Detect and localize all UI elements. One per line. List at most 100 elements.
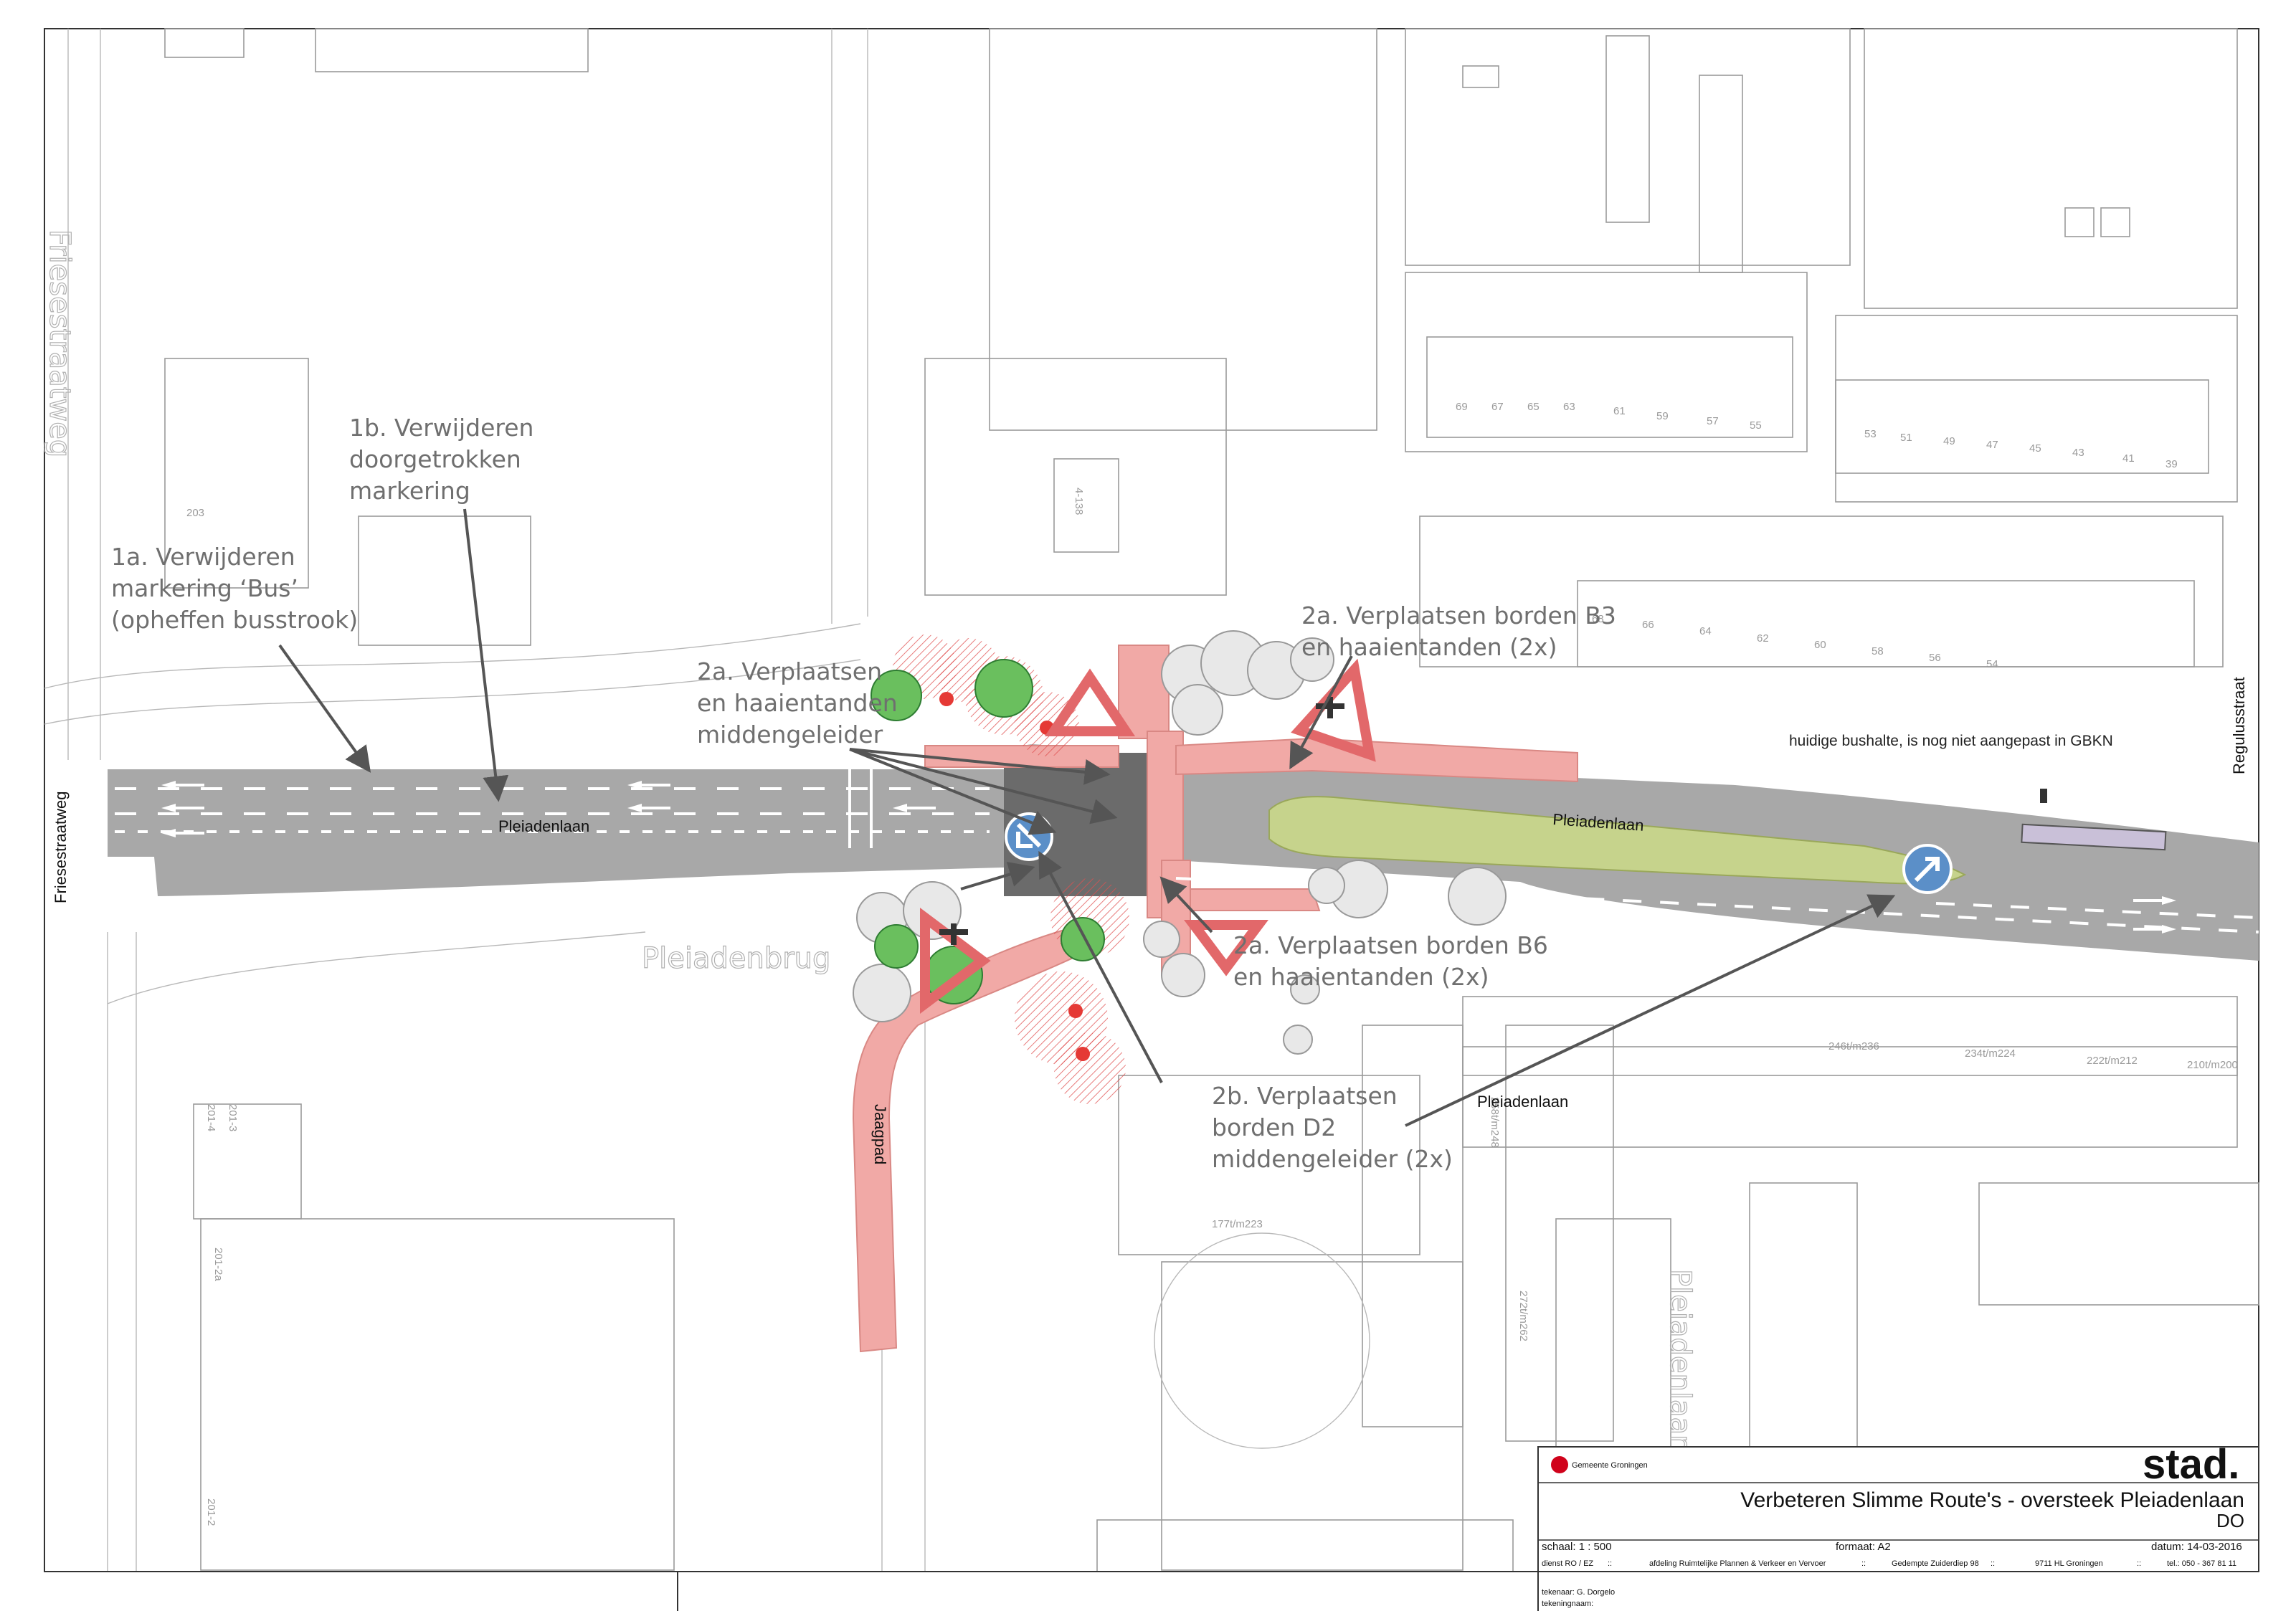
annotation-1b: 1b. Verwijderen doorgetrokken markering — [349, 414, 533, 505]
scale-label: schaal: 1 : 500 — [1542, 1541, 1612, 1553]
svg-text:45: 45 — [2029, 442, 2041, 455]
svg-text:::: :: — [1608, 1559, 1612, 1568]
annotation-2a-b3: 2a. Verplaatsen borden B3 en haaientande… — [1301, 602, 1616, 661]
label-pleiadenlaan-south: Pleiadenlaan — [1477, 1093, 1568, 1111]
svg-text:53: 53 — [1864, 428, 1877, 440]
base-map — [44, 28, 2259, 1572]
cycle-paths — [852, 645, 1578, 1353]
svg-text:Pleiadenbrug: Pleiadenbrug — [642, 942, 830, 975]
svg-text:59: 59 — [1656, 410, 1669, 422]
svg-text:2a. Verplaatsen borden B3: 2a. Verplaatsen borden B3 — [1301, 602, 1616, 629]
svg-text:markering ‘Bus’: markering ‘Bus’ — [111, 574, 298, 602]
label-jaagpad: Jaagpad — [871, 1104, 889, 1164]
annotation-2b: 2b. Verplaatsen borden D2 middengeleider… — [1212, 1082, 1453, 1173]
svg-text:9711 HL Groningen: 9711 HL Groningen — [2035, 1559, 2103, 1568]
svg-text:234t/m224: 234t/m224 — [1965, 1047, 2016, 1060]
svg-text:68: 68 — [1592, 613, 1604, 625]
trees — [853, 630, 1507, 1104]
svg-text:47: 47 — [1986, 439, 1998, 451]
label-friesestraatweg: Friesestraatweg — [52, 791, 70, 903]
svg-text:2b. Verplaatsen: 2b. Verplaatsen — [1212, 1082, 1398, 1110]
drawing-phase: DO — [2216, 1510, 2244, 1531]
svg-text:201-4: 201-4 — [205, 1104, 217, 1131]
label-pleiadenlaan-west: Pleiadenlaan — [498, 817, 589, 835]
annotations: 1a. Verwijderen markering ‘Bus’ (opheffe… — [111, 414, 1616, 1173]
svg-text:39: 39 — [2165, 458, 2178, 470]
svg-text:::: :: — [1991, 1559, 1995, 1568]
svg-text:63: 63 — [1563, 401, 1575, 413]
svg-text:258t/m248: 258t/m248 — [1489, 1097, 1501, 1148]
svg-text:borden D2: borden D2 — [1212, 1113, 1336, 1141]
svg-text:en haaientanden: en haaientanden — [697, 689, 898, 717]
svg-text:246t/m236: 246t/m236 — [1828, 1040, 1879, 1052]
svg-text:41: 41 — [2122, 452, 2135, 465]
svg-text:Friesestraatweg: Friesestraatweg — [43, 229, 76, 457]
svg-text:49: 49 — [1943, 435, 1955, 447]
svg-text:66: 66 — [1642, 619, 1654, 631]
svg-text:en haaientanden (2x): en haaientanden (2x) — [1233, 963, 1489, 991]
svg-text:middengeleider: middengeleider — [697, 721, 883, 749]
title-block: Gemeente Groningen stad. Verbeteren Slim… — [44, 1441, 2259, 1611]
street-labels: Friesestraatweg Pleiadenlaan Pleiadenlaa… — [52, 677, 2248, 1164]
svg-text:51: 51 — [1900, 432, 1912, 444]
bus-stop — [2021, 823, 2167, 851]
sign-b6-south — [1184, 920, 1268, 976]
annotation-2a-b6: 2a. Verplaatsen borden B6 en haaientande… — [1233, 931, 1548, 991]
median-island — [1268, 796, 1967, 885]
svg-text:2a. Verplaatsen borden B6: 2a. Verplaatsen borden B6 — [1233, 931, 1548, 959]
annotation-2a-middle: 2a. Verplaatsen en haaientanden middenge… — [697, 657, 898, 749]
svg-text:203: 203 — [186, 507, 204, 519]
svg-text:en haaientanden (2x): en haaientanden (2x) — [1301, 633, 1557, 661]
svg-text:Pleiadenlaan: Pleiadenlaan — [1664, 1269, 1697, 1453]
bus-stop-note: huidige bushalte, is nog niet aangepast … — [1789, 733, 2113, 749]
svg-text:201-2a: 201-2a — [212, 1248, 224, 1281]
svg-text:177t/m223: 177t/m223 — [1212, 1218, 1263, 1230]
svg-text:(opheffen busstrook): (opheffen busstrook) — [111, 606, 358, 634]
svg-text:210t/m200: 210t/m200 — [2187, 1059, 2238, 1071]
svg-text:65: 65 — [1527, 401, 1540, 413]
svg-text:61: 61 — [1613, 405, 1626, 417]
svg-text:4-138: 4-138 — [1073, 488, 1085, 515]
svg-text:222t/m212: 222t/m212 — [2087, 1055, 2138, 1067]
svg-text:middengeleider (2x): middengeleider (2x) — [1212, 1145, 1453, 1173]
svg-text:Gedempte Zuiderdiep 98: Gedempte Zuiderdiep 98 — [1892, 1559, 1979, 1568]
svg-text:67: 67 — [1491, 401, 1504, 413]
svg-text:43: 43 — [2072, 447, 2084, 459]
house-numbers: 203 4-138 69 67 65 63 61 59 57 55 53 51 … — [186, 401, 2238, 1526]
svg-text:2a. Verplaatsen: 2a. Verplaatsen — [697, 657, 882, 685]
svg-text:60: 60 — [1814, 639, 1826, 651]
svg-text:64: 64 — [1699, 625, 1712, 637]
svg-text:tel.: 050 - 367 81 11: tel.: 050 - 367 81 11 — [2167, 1559, 2236, 1568]
bus-stop-sign — [2040, 789, 2047, 803]
svg-text:56: 56 — [1929, 652, 1941, 664]
label-regulusstraat: Regulusstraat — [2230, 677, 2248, 774]
svg-text:1b. Verwijderen: 1b. Verwijderen — [349, 414, 533, 442]
svg-text:::: :: — [1861, 1559, 1866, 1568]
gemeente-logo-icon — [1551, 1456, 1568, 1473]
svg-text:272t/m262: 272t/m262 — [1517, 1291, 1529, 1341]
stad-logo: stad. — [2143, 1441, 2239, 1488]
annotation-1a: 1a. Verwijderen markering ‘Bus’ (opheffe… — [111, 543, 358, 634]
svg-text:dienst RO / EZ: dienst RO / EZ — [1542, 1559, 1593, 1568]
date-label: datum: 14-03-2016 — [2151, 1541, 2242, 1553]
leader-arrows — [278, 508, 1896, 1127]
svg-text:afdeling Ruimtelijke Plannen &: afdeling Ruimtelijke Plannen & Verkeer e… — [1649, 1559, 1826, 1568]
svg-text:58: 58 — [1872, 645, 1884, 657]
svg-text:markering: markering — [349, 477, 470, 505]
svg-text:54: 54 — [1986, 658, 1998, 670]
format-label: formaat: A2 — [1836, 1541, 1891, 1553]
svg-text:doorgetrokken: doorgetrokken — [349, 445, 521, 473]
drawing-title: Verbeteren Slimme Route's - oversteek Pl… — [1740, 1488, 2244, 1512]
drawing-name-label: tekeningnaam: — [1542, 1600, 1593, 1608]
lane-markings — [115, 769, 2259, 933]
sign-b6-north — [1044, 668, 1136, 736]
svg-text:1a. Verwijderen: 1a. Verwijderen — [111, 543, 295, 571]
org-logo-text: Gemeente Groningen — [1572, 1461, 1648, 1470]
svg-text:201-2: 201-2 — [205, 1498, 217, 1526]
drawer-label: tekenaar: G. Dorgelo — [1542, 1588, 1615, 1597]
ghost-street-names: Friesestraatweg Pleiadenbrug Pleiadenlaa… — [42, 229, 1697, 1453]
svg-text:55: 55 — [1750, 419, 1762, 432]
svg-text:201-3: 201-3 — [227, 1104, 239, 1131]
svg-text:::: :: — [2137, 1559, 2141, 1568]
